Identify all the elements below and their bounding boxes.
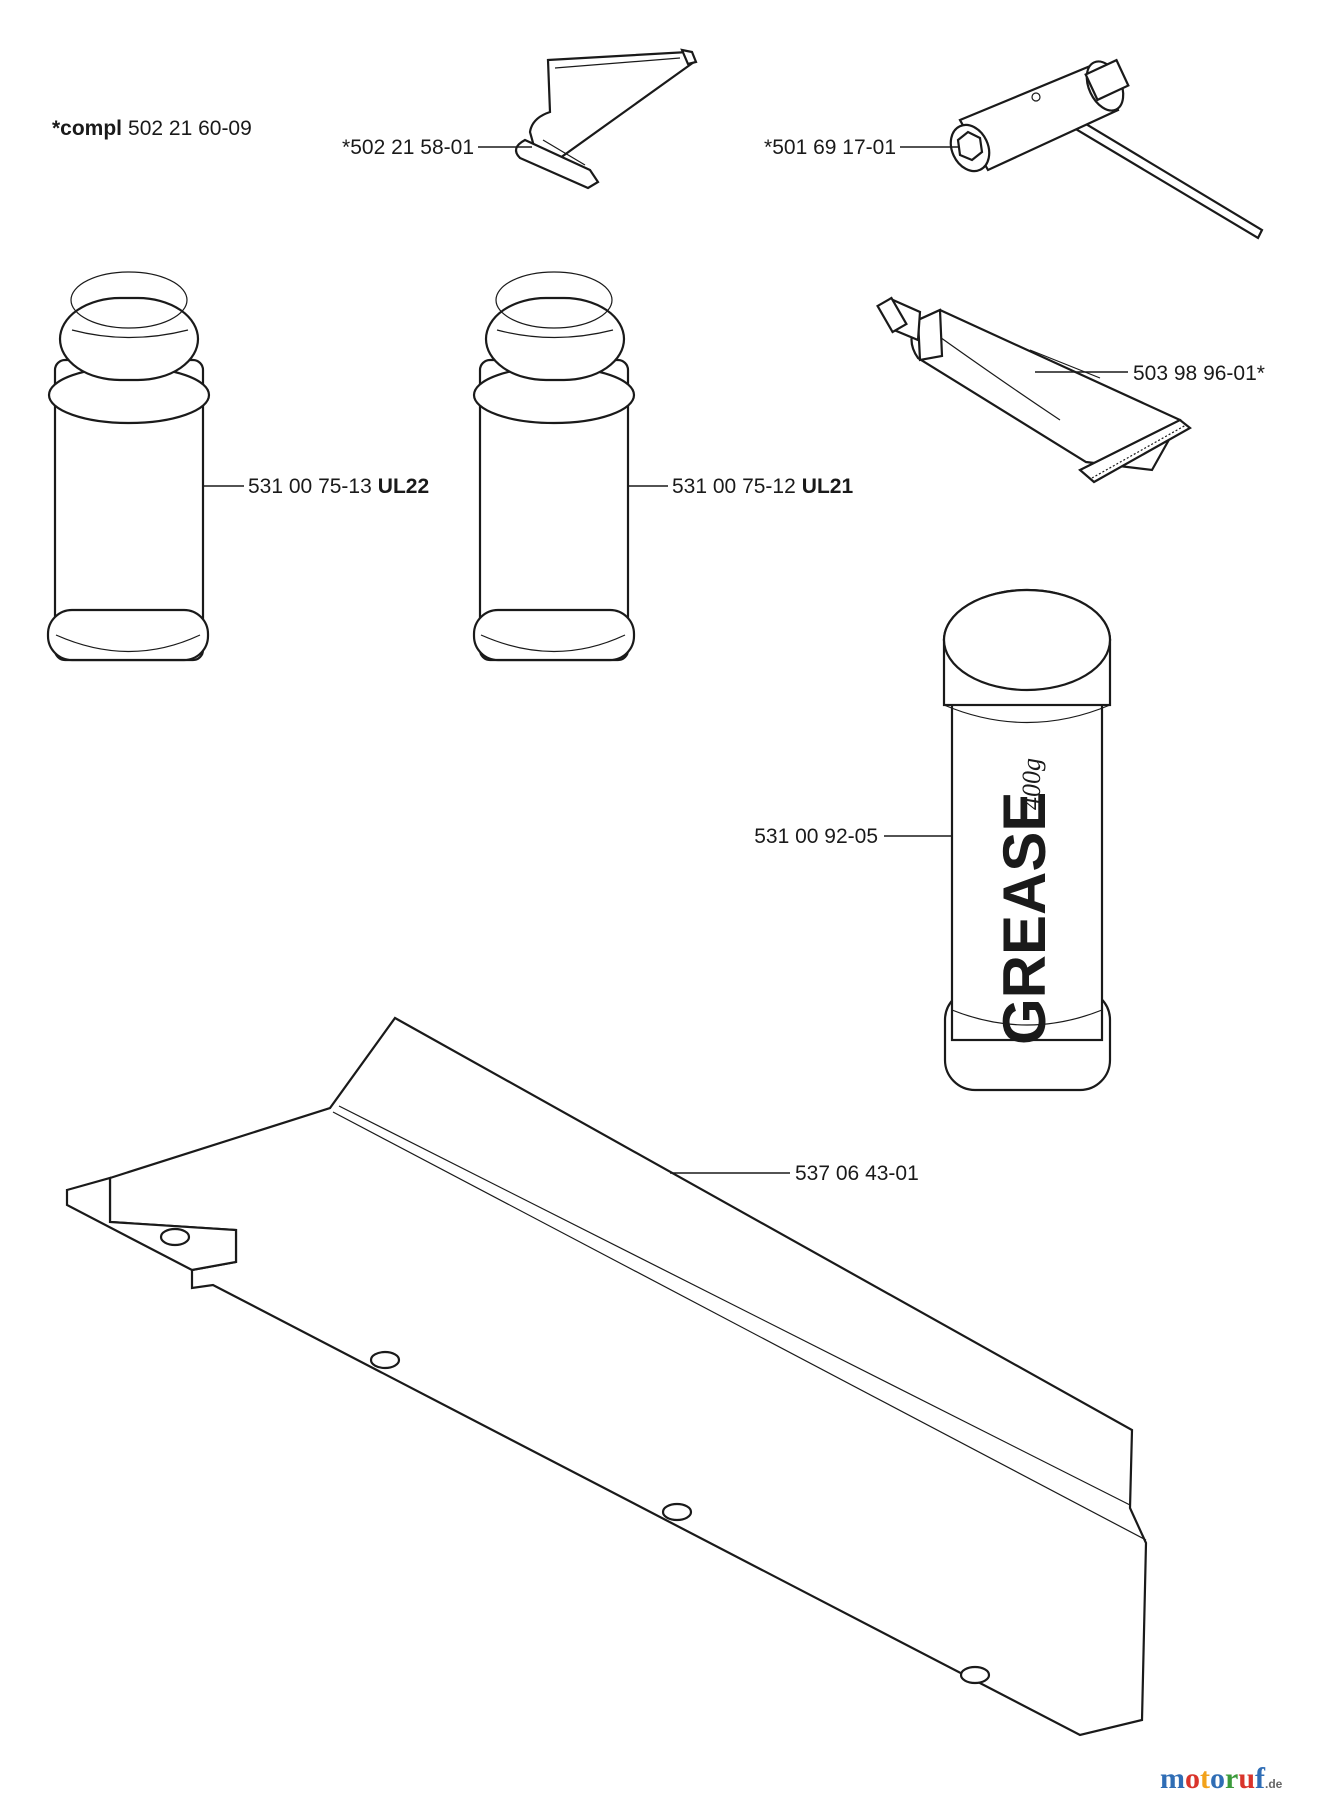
spray-can-right-icon xyxy=(472,271,636,662)
combination-spanner-label: *501 69 17-01 xyxy=(764,136,896,159)
guard-plate-icon xyxy=(65,1016,1148,1737)
hex-key-icon xyxy=(514,48,698,190)
spray-can-right-label: 531 00 75-12 UL21 xyxy=(672,475,853,498)
wm-suffix: .de xyxy=(1265,1777,1283,1791)
wm-letter: o xyxy=(1185,1762,1200,1795)
spray-can-right-number: 531 00 75-12 xyxy=(672,475,796,498)
guard-plate-label: 537 06 43-01 xyxy=(795,1162,919,1185)
watermark-logo: motoruf.de xyxy=(1160,1762,1283,1795)
grease-tube-label: 503 98 96-01* xyxy=(1133,362,1265,385)
cartridge-word: GREASE xyxy=(991,792,1058,1045)
spray-can-left-code: UL22 xyxy=(378,475,429,498)
kit-label: *compl 502 21 60-09 xyxy=(52,117,252,140)
wm-letter: u xyxy=(1238,1762,1255,1795)
spray-can-left-label: 531 00 75-13 UL22 xyxy=(248,475,429,498)
wm-letter: o xyxy=(1210,1762,1225,1795)
cartridge-weight: 400g xyxy=(1017,758,1046,810)
wm-letter: t xyxy=(1200,1762,1210,1795)
hex-key-label: *502 21 58-01 xyxy=(342,136,474,159)
kit-label-bold: *compl xyxy=(52,117,122,140)
wm-letter: f xyxy=(1255,1762,1266,1795)
spray-can-right-code: UL21 xyxy=(802,475,854,498)
combination-spanner-icon xyxy=(949,58,1264,240)
kit-label-number: 502 21 60-09 xyxy=(128,117,252,140)
grease-tube-icon xyxy=(876,296,1192,484)
spray-can-left-icon xyxy=(46,271,211,662)
grease-cartridge-label: 531 00 92-05 xyxy=(754,825,878,848)
spray-can-left-number: 531 00 75-13 xyxy=(248,475,372,498)
wm-letter: m xyxy=(1160,1762,1185,1795)
grease-cartridge-icon: GREASE 400g xyxy=(942,588,1112,1092)
wm-letter: r xyxy=(1225,1762,1238,1795)
